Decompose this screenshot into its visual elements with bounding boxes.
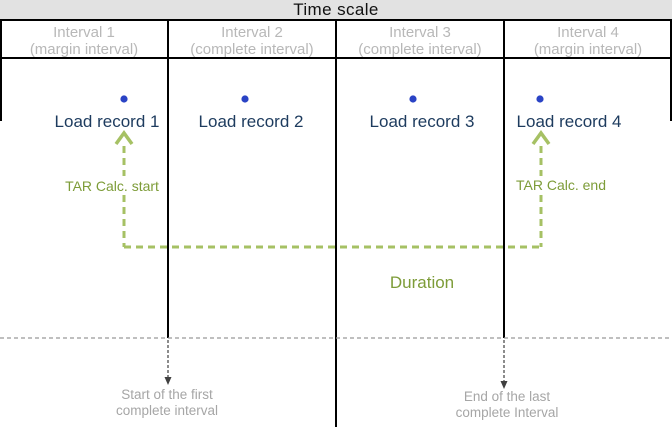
interval-name: Interval 2 [221, 24, 283, 41]
end-note: End of the last complete Interval [456, 389, 559, 421]
tar-calc-end-label: TAR Calc. end [516, 177, 606, 193]
interval-type: (complete interval) [190, 41, 314, 58]
up-arrow-icon [114, 130, 134, 146]
duration-label: Duration [389, 273, 455, 292]
down-arrow-icon [164, 377, 172, 385]
end-note-line2: complete Interval [455, 405, 559, 420]
start-note: Start of the first complete interval [116, 387, 218, 419]
end-note-line1: End of the last [463, 389, 551, 404]
load-record-3-label: Load record 3 [369, 112, 475, 131]
load-record-4-label: Load record 4 [516, 112, 622, 131]
interval-type: (margin interval) [29, 41, 139, 58]
interval-1-header: Interval 1 (margin interval) [0, 22, 168, 58]
interval-type: (complete interval) [358, 41, 482, 58]
record-1-dot-icon [120, 95, 128, 103]
interval-4-header: Interval 4 (margin interval) [504, 22, 672, 58]
time-scale-header: Time scale [0, 0, 672, 21]
interval-2-header: Interval 2 (complete interval) [168, 22, 336, 58]
down-arrow-icon [500, 381, 508, 389]
load-record-2-label: Load record 2 [198, 112, 304, 131]
interval-name: Interval 1 [53, 24, 115, 41]
diagram-title: Time scale [293, 0, 379, 19]
interval-name: Interval 3 [389, 24, 451, 41]
start-note-line2: complete interval [115, 403, 219, 418]
record-2-dot-icon [241, 95, 249, 103]
start-note-line1: Start of the first [121, 387, 213, 402]
interval-type: (margin interval) [533, 41, 643, 58]
interval-header-row: Interval 1 (margin interval) Interval 2 … [0, 22, 672, 58]
up-arrow-icon [531, 130, 551, 146]
interval-3-header: Interval 3 (complete interval) [336, 22, 504, 58]
record-3-dot-icon [409, 95, 417, 103]
load-record-1-label: Load record 1 [54, 112, 160, 131]
record-4-dot-icon [536, 95, 544, 103]
interval-name: Interval 4 [557, 24, 619, 41]
tar-calc-start-label: TAR Calc. start [65, 178, 159, 194]
